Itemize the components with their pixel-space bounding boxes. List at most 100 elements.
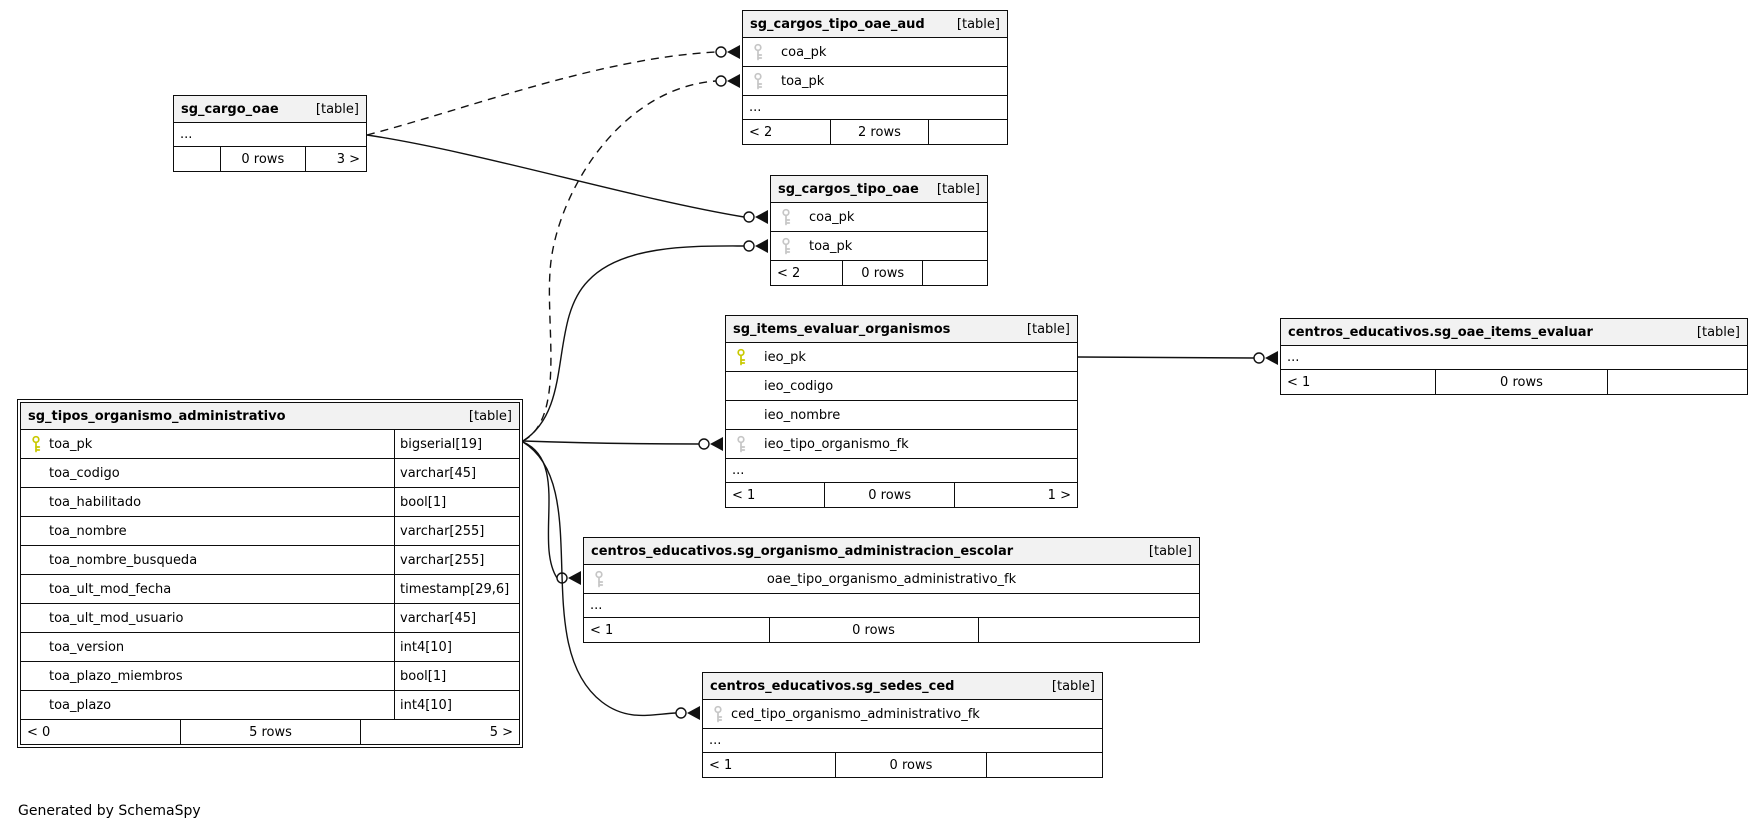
column-type: varchar[255]: [394, 546, 519, 574]
column-type: varchar[255]: [394, 517, 519, 545]
table-tag: [table]: [936, 181, 980, 197]
table-row: toa_version int4[10]: [21, 633, 519, 662]
table-sg_cargos_tipo_oae_aud: sg_cargos_tipo_oae_aud [table] coa_pk to…: [742, 10, 1008, 145]
edge-sg_tipos_organismo_administrativo-to-sg_cargos_tipo_oae_aud-toa_pk: [522, 74, 740, 442]
table-row: toa_codigo varchar[45]: [21, 459, 519, 488]
table-footer: < 1 0 rows: [584, 618, 1199, 642]
table-tag: [table]: [468, 408, 512, 424]
table-row: toa_plazo_miembros bool[1]: [21, 662, 519, 691]
children-count: 1 >: [954, 483, 1077, 507]
column-type: bool[1]: [394, 662, 519, 690]
table-footer: < 2 2 rows: [743, 120, 1007, 144]
table-row: toa_pk: [771, 232, 987, 261]
foreign-key-icon: [781, 237, 791, 255]
row-count: 2 rows: [830, 120, 928, 144]
table-tag: [table]: [1696, 324, 1740, 340]
table-footer: < 1 0 rows: [703, 753, 1102, 777]
column-name: toa_ult_mod_fecha: [49, 581, 172, 597]
column-name: ieo_tipo_organismo_fk: [764, 436, 909, 452]
primary-key-icon: [736, 348, 746, 366]
parents-count: < 1: [709, 757, 733, 773]
children-count: [977, 618, 1199, 642]
table-row: toa_ult_mod_usuario varchar[45]: [21, 604, 519, 633]
hidden-columns-row: ...: [584, 594, 1199, 618]
column-name: toa_pk: [49, 436, 93, 452]
table-title[interactable]: sg_cargos_tipo_oae: [778, 181, 919, 197]
table-sg_items_evaluar_organismos: sg_items_evaluar_organismos [table] ieo_…: [725, 315, 1078, 508]
foreign-key-icon: [753, 72, 763, 90]
table-sg_oae_items_evaluar: centros_educativos.sg_oae_items_evaluar …: [1280, 318, 1748, 395]
foreign-key-icon: [594, 570, 604, 588]
table-footer: < 1 0 rows: [1281, 370, 1747, 394]
table-row: ieo_pk: [726, 343, 1077, 372]
parents-count: [174, 147, 220, 171]
children-count: [986, 753, 1102, 777]
table-row: toa_plazo int4[10]: [21, 691, 519, 720]
column-name: coa_pk: [781, 44, 827, 60]
parents-count: < 2: [777, 265, 801, 281]
table-title[interactable]: sg_cargos_tipo_oae_aud: [750, 16, 925, 32]
table-row: toa_pk: [743, 67, 1007, 96]
table-title[interactable]: centros_educativos.sg_organismo_administ…: [591, 543, 1014, 559]
column-type: timestamp[29,6]: [394, 575, 519, 603]
table-row: ieo_nombre: [726, 401, 1077, 430]
table-tag: [table]: [1051, 678, 1095, 694]
table-tag: [table]: [1026, 321, 1070, 337]
column-name: ieo_codigo: [764, 378, 834, 394]
edge-sg_tipos_organismo_administrativo-to-sg_cargos_tipo_oae-toa_pk: [522, 239, 768, 442]
hidden-columns-row: ...: [1281, 346, 1747, 370]
table-row: toa_nombre_busqueda varchar[255]: [21, 546, 519, 575]
children-count: [922, 261, 987, 285]
row-count: 0 rows: [834, 753, 987, 777]
foreign-key-icon: [781, 208, 791, 226]
column-type: varchar[45]: [394, 459, 519, 487]
table-row: toa_ult_mod_fecha timestamp[29,6]: [21, 575, 519, 604]
table-row: toa_habilitado bool[1]: [21, 488, 519, 517]
children-count: [927, 120, 1007, 144]
parents-count: < 1: [732, 487, 756, 503]
table-sg_sedes_ced: centros_educativos.sg_sedes_ced [table] …: [702, 672, 1103, 778]
table-title[interactable]: sg_items_evaluar_organismos: [733, 321, 951, 337]
hidden-columns-row: ...: [726, 459, 1077, 483]
table-sg_organismo_administracion_escolar: centros_educativos.sg_organismo_administ…: [583, 537, 1200, 643]
foreign-key-icon: [736, 435, 746, 453]
column-type: int4[10]: [394, 691, 519, 719]
generated-by-note: Generated by SchemaSpy: [18, 803, 201, 819]
row-count: 0 rows: [842, 261, 922, 285]
column-name: ced_tipo_organismo_administrativo_fk: [731, 706, 980, 722]
table-row: toa_pk bigserial[19]: [21, 430, 519, 459]
column-name: toa_pk: [781, 73, 825, 89]
table-row: ieo_tipo_organismo_fk: [726, 430, 1077, 459]
column-name: toa_codigo: [49, 465, 120, 481]
row-count: 5 rows: [180, 720, 359, 744]
table-tag: [table]: [1148, 543, 1192, 559]
table-tag: [table]: [315, 101, 359, 117]
table-title[interactable]: sg_cargo_oae: [181, 101, 279, 117]
edge-sg_cargo_oae-to-sg_cargos_tipo_oae_aud-coa_pk: [366, 45, 740, 136]
column-type: bool[1]: [394, 488, 519, 516]
column-name: toa_pk: [809, 238, 853, 254]
primary-key-icon: [31, 435, 41, 453]
edge-sg_cargo_oae-to-sg_cargos_tipo_oae-coa_pk: [366, 134, 768, 224]
table-title[interactable]: centros_educativos.sg_oae_items_evaluar: [1288, 324, 1593, 340]
foreign-key-icon: [713, 705, 723, 723]
table-title[interactable]: sg_tipos_organismo_administrativo: [28, 408, 286, 424]
column-type: bigserial[19]: [394, 430, 519, 458]
table-sg_cargo_oae: sg_cargo_oae [table] ... 0 rows 3 >: [173, 95, 367, 172]
parents-count: < 2: [749, 124, 773, 140]
table-footer: < 2 0 rows: [771, 261, 987, 285]
column-name: toa_plazo_miembros: [49, 668, 183, 684]
table-row: toa_nombre varchar[255]: [21, 517, 519, 546]
column-name: toa_habilitado: [49, 494, 142, 510]
column-type: int4[10]: [394, 633, 519, 661]
column-name: ieo_nombre: [764, 407, 841, 423]
children-count: 3 >: [304, 147, 366, 171]
foreign-key-icon: [753, 43, 763, 61]
hidden-columns-row: ...: [174, 123, 366, 147]
table-row: coa_pk: [771, 203, 987, 232]
edge-sg_tipos_organismo_administrativo-to-sg_sedes_ced: [522, 441, 700, 720]
edge-sg_tipos_organismo_administrativo-to-sg_organismo_administracion_escolar: [522, 441, 581, 585]
table-footer: 0 rows 3 >: [174, 147, 366, 171]
table-title[interactable]: centros_educativos.sg_sedes_ced: [710, 678, 955, 694]
